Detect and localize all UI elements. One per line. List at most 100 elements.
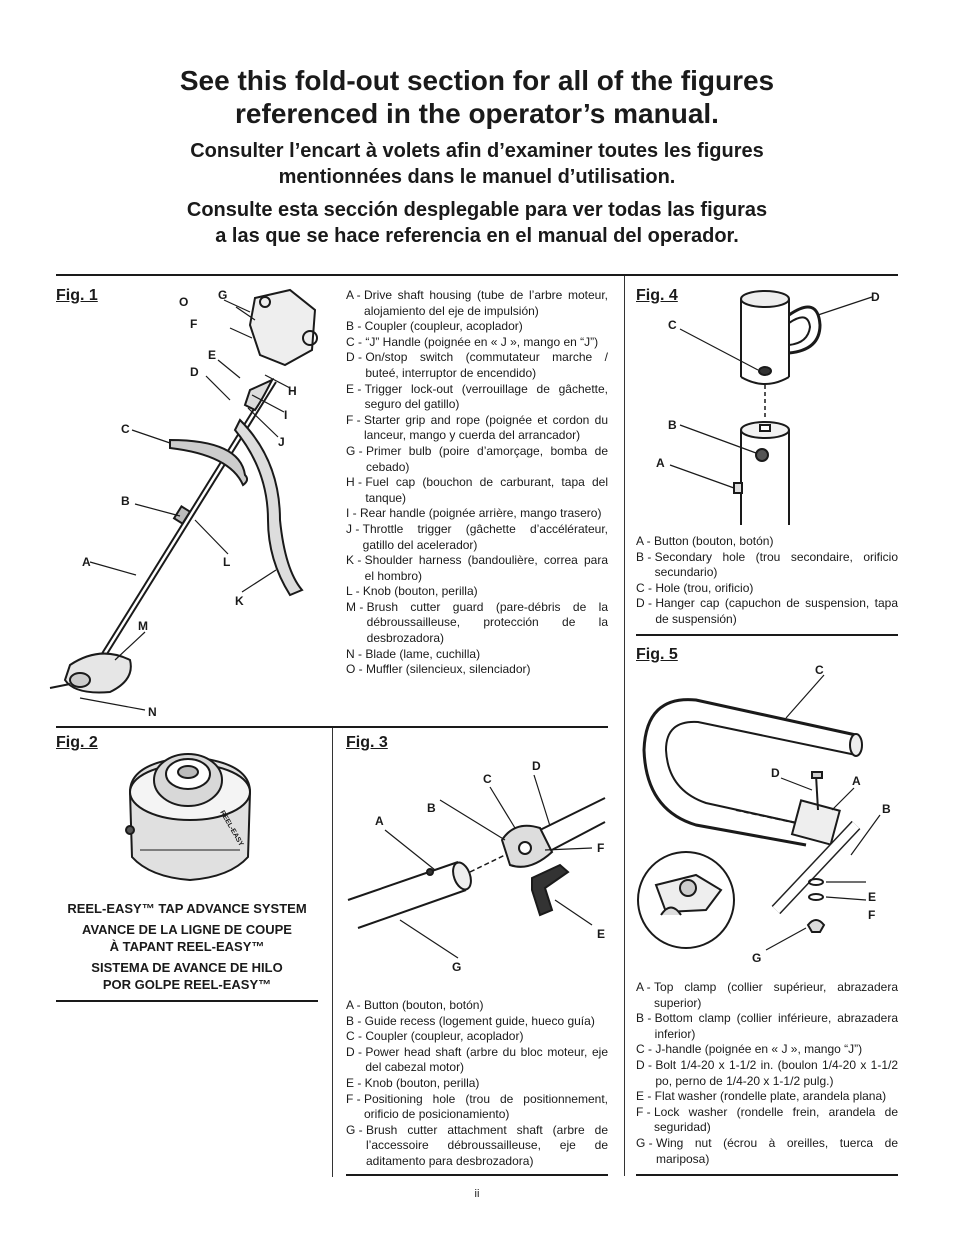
legend-item: E - Flat washer (rondelle plate, arandel…	[636, 1089, 898, 1105]
legend-item: D - Hanger cap (capuchon de suspension, …	[636, 596, 898, 627]
legend-text: Wing nut (écrou à oreilles, tuerca de ma…	[656, 1135, 898, 1166]
legend-item: D - On/stop switch (commutateur marche /…	[346, 350, 608, 381]
title-line: Consulter l’encart à volets afin d’exami…	[190, 140, 764, 162]
fig3-title: Fig. 3	[346, 734, 388, 751]
trimmer-head-illustration: REEL-EASY	[125, 753, 252, 882]
legend-item: N - Blade (lame, cuchilla)	[346, 647, 608, 663]
caption-line: AVANCE DE LA LIGNE DE COUPE	[82, 922, 292, 937]
legend-item: D - Power head shaft (arbre du bloc mote…	[346, 1045, 608, 1076]
legend-text: Bolt 1/4-20 x 1-1/2 in. (boulon 1/4-20 x…	[655, 1057, 898, 1088]
legend-item: O - Muffler (silencieux, silenciador)	[346, 662, 608, 678]
legend-text: Top clamp (collier supérieur, abrazadera…	[654, 980, 898, 1010]
fig3-legend: A - Button (bouton, botón) B - Guide rec…	[346, 998, 608, 1170]
legend-item: A - Button (bouton, botón)	[346, 998, 608, 1014]
fig5-callout-c: C	[815, 663, 824, 677]
title-line: mentionnées dans le manuel d’utilisation…	[278, 166, 676, 188]
coupler-illustration	[347, 774, 606, 959]
legend-key: O -	[346, 662, 366, 677]
legend-text: Lock washer (rondelle frein, arandela de…	[654, 1104, 898, 1135]
caption-line: REEL-EASY™ TAP ADVANCE SYSTEM	[67, 901, 307, 916]
legend-text: Trigger lock-out (verrouillage de gâchet…	[364, 381, 608, 412]
fig1-callout-h: H	[288, 384, 297, 398]
fig5-callout-e: E	[868, 890, 877, 904]
legend-key: N -	[346, 646, 366, 661]
legend-item: C - Hole (trou, orificio)	[636, 581, 898, 597]
legend-text: Positioning hole (trou de positionnement…	[364, 1091, 608, 1122]
legend-key: E -	[346, 1075, 365, 1090]
legend-text: Throttle trigger (gâchette d’accélérateu…	[362, 521, 608, 552]
legend-key: L -	[346, 584, 363, 599]
fig4-bottom-rule	[636, 634, 898, 636]
fig2-bottom-rule	[56, 1000, 318, 1002]
fig3-callout-d: D	[532, 759, 541, 773]
legend-key: F -	[346, 412, 364, 427]
fig3-callout-b: B	[427, 801, 436, 815]
legend-key: F -	[636, 1104, 654, 1119]
legend-text: Bottom clamp (collier inférieure, abraza…	[654, 1011, 898, 1041]
legend-key: F -	[346, 1091, 364, 1106]
legend-item: C - “J” Handle (poignée en « J », mango …	[346, 335, 608, 351]
legend-item: H - Fuel cap (bouchon de carburant, tapa…	[346, 475, 608, 506]
title-line: Consulte esta sección desplegable para v…	[186, 199, 768, 221]
legend-text: Knob (bouton, perilla)	[362, 584, 478, 599]
legend-text: Fuel cap (bouchon de carburant, tapa del…	[365, 475, 608, 505]
title-english: See this fold-out section for all of the…	[0, 64, 954, 130]
top-rule	[56, 274, 898, 276]
legend-text: Button (bouton, botón)	[364, 998, 484, 1012]
legend-text: Coupler (coupleur, acoplador)	[364, 319, 523, 334]
fig1-callout-c: C	[121, 422, 130, 436]
legend-text: Blade (lame, cuchilla)	[365, 646, 481, 661]
legend-text: Brush cutter guard (pare-débris de la dé…	[366, 599, 608, 646]
fig5-legend: A - Top clamp (collier supérieur, abraza…	[636, 980, 898, 1167]
fig5-title: Fig. 5	[636, 646, 678, 663]
legend-key: I -	[346, 506, 360, 521]
legend-key: C -	[346, 334, 366, 349]
fig4-callout-d: D	[871, 290, 880, 304]
legend-key: A -	[636, 534, 655, 548]
fig1-title: Fig. 1	[56, 287, 98, 304]
caption-line: SISTEMA DE AVANCE DE HILO	[91, 960, 283, 975]
legend-key: C -	[636, 1042, 656, 1057]
legend-item: G - Wing nut (écrou à oreilles, tuerca d…	[636, 1136, 898, 1167]
fig1-callout-o: O	[179, 295, 189, 309]
legend-key: G -	[346, 1122, 366, 1137]
fig1-callout-m: M	[138, 619, 148, 633]
fig1-callout-b: B	[121, 494, 130, 508]
legend-text: Rear handle (poignée arrière, mango tras…	[360, 506, 602, 521]
title-line: See this fold-out section for all of the…	[179, 65, 775, 96]
fig4-callout-c: C	[668, 318, 677, 332]
fig4-legend: A - Button (bouton, botón) B - Secondary…	[636, 534, 898, 628]
fig3-callout-a: A	[375, 814, 384, 828]
legend-key: M -	[346, 599, 367, 614]
legend-key: H -	[346, 475, 366, 490]
fig1-bottom-rule	[56, 726, 608, 728]
fig2-title: Fig. 2	[56, 734, 98, 751]
legend-key: K -	[346, 553, 365, 568]
legend-text: On/stop switch (commutateur marche / but…	[365, 350, 608, 380]
legend-key: D -	[346, 350, 366, 365]
legend-text: Button (bouton, botón)	[654, 534, 774, 548]
legend-item: A - Button (bouton, botón)	[636, 534, 898, 550]
hanger-cap-illustration	[669, 290, 873, 525]
fig4-title: Fig. 4	[636, 287, 678, 304]
legend-text: Secondary hole (trou secondaire, orifici…	[654, 549, 898, 580]
legend-item: G - Brush cutter attachment shaft (arbre…	[346, 1123, 608, 1170]
legend-text: Drive shaft housing (tube de l’arbre mot…	[364, 288, 608, 318]
legend-item: F - Positioning hole (trou de positionne…	[346, 1092, 608, 1123]
fig3-callout-e: E	[597, 927, 606, 941]
caption-line: POR GOLPE REEL-EASY™	[102, 977, 272, 992]
page-number: ii	[474, 1188, 480, 1200]
fig2-caption: REEL-EASY™ TAP ADVANCE SYSTEM AVANCE DE …	[56, 900, 318, 993]
fig5-callout-g: G	[752, 951, 762, 965]
fig1-legend: A - Drive shaft housing (tube de l’arbre…	[346, 288, 608, 678]
fig3-callout-c: C	[483, 772, 492, 786]
legend-item: C - J-handle (poignée en « J », mango “J…	[636, 1042, 898, 1058]
legend-key: A -	[636, 980, 655, 994]
j-handle-illustration	[637, 674, 881, 951]
legend-item: B - Secondary hole (trou secondaire, ori…	[636, 550, 898, 581]
legend-key: G -	[346, 443, 366, 458]
legend-item: M - Brush cutter guard (pare-débris de l…	[346, 600, 608, 647]
legend-text: Primer bulb (poire d’amorçage, bomba de …	[366, 443, 608, 474]
fig5-bottom-rule	[636, 1174, 898, 1176]
legend-text: Hanger cap (capuchon de suspension, tapa…	[655, 596, 898, 626]
